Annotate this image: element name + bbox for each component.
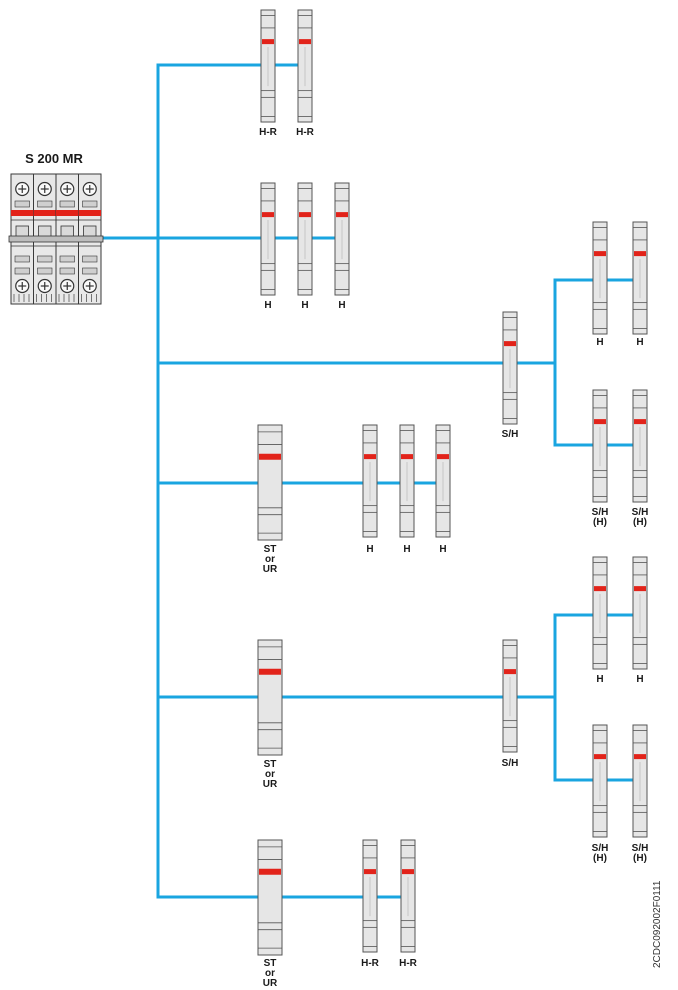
trip-indicator (634, 586, 646, 592)
mcb-device (362, 424, 378, 538)
main-breaker-s200mr (8, 173, 104, 305)
mcb-device (297, 9, 313, 123)
device-label: H-R (296, 127, 315, 138)
st-ur-device (257, 639, 283, 756)
trip-indicator (402, 869, 414, 875)
device-label: H (439, 544, 446, 555)
mcb-device (632, 556, 648, 670)
mcb-device (502, 639, 518, 753)
trip-indicator (299, 212, 311, 218)
trip-indicator (364, 869, 376, 875)
device-label: H (596, 674, 603, 685)
device-label: S/H (502, 429, 519, 440)
device-label: UR (263, 978, 278, 989)
device-label: or (265, 769, 275, 780)
mcb-device (334, 182, 350, 296)
trip-indicator (634, 251, 646, 257)
device-label: S/H (592, 507, 609, 518)
device-label: or (265, 554, 275, 565)
device-label: or (265, 968, 275, 979)
device-label: (H) (593, 517, 607, 528)
trip-indicator (259, 668, 281, 675)
mcb-device (632, 389, 648, 503)
trip-indicator (594, 251, 606, 257)
st-ur-device (257, 839, 283, 956)
main-breaker-pole (33, 173, 57, 305)
device-label: ST (264, 958, 277, 969)
device-label: UR (263, 564, 278, 575)
trip-indicator (259, 453, 281, 460)
device-label: H (264, 300, 271, 311)
mcb-device (260, 182, 276, 296)
device-label: (H) (633, 517, 647, 528)
device-label: H (636, 337, 643, 348)
device-label: (H) (593, 853, 607, 864)
mcb-device (399, 424, 415, 538)
device-label: H (338, 300, 345, 311)
trip-indicator (259, 868, 281, 875)
trip-indicator (594, 586, 606, 592)
document-id: 2CDC092002F0111 (652, 880, 663, 968)
handle-bar (8, 235, 104, 243)
device-label: H (366, 544, 373, 555)
trip-indicator (299, 39, 311, 45)
mcb-device (592, 724, 608, 838)
device-label: (H) (633, 853, 647, 864)
trip-indicator (504, 669, 516, 675)
trip-indicator (504, 341, 516, 347)
mcb-device (592, 389, 608, 503)
device-label: S/H (632, 843, 649, 854)
device-label: S/H (632, 507, 649, 518)
trip-indicator (401, 454, 413, 460)
device-label: H (403, 544, 410, 555)
mcb-device (502, 311, 518, 425)
trip-indicator (262, 39, 274, 45)
mcb-device (297, 182, 313, 296)
mcb-device (592, 556, 608, 670)
downstream-devices (257, 9, 648, 956)
mcb-device (632, 221, 648, 335)
device-label: UR (263, 779, 278, 790)
mcb-device (435, 424, 451, 538)
mcb-device (592, 221, 608, 335)
trip-indicator (634, 754, 646, 760)
mcb-device (400, 839, 416, 953)
st-ur-device (257, 424, 283, 541)
mcb-device (362, 839, 378, 953)
main-breaker-title: S 200 MR (25, 151, 83, 166)
device-label: H-R (399, 958, 418, 969)
device-label: ST (264, 544, 277, 555)
device-label: H (301, 300, 308, 311)
mcb-device (632, 724, 648, 838)
device-label: H (596, 337, 603, 348)
device-label: S/H (592, 843, 609, 854)
device-label: H (636, 674, 643, 685)
mcb-device (260, 9, 276, 123)
device-label: S/H (502, 758, 519, 769)
trip-indicator (634, 419, 646, 425)
trip-indicator (594, 754, 606, 760)
device-label: ST (264, 759, 277, 770)
trip-indicator (336, 212, 348, 218)
trip-indicator (364, 454, 376, 460)
trip-indicator (437, 454, 449, 460)
trip-indicator (262, 212, 274, 218)
trip-indicator (594, 419, 606, 425)
device-label: H-R (361, 958, 380, 969)
device-label: H-R (259, 127, 278, 138)
